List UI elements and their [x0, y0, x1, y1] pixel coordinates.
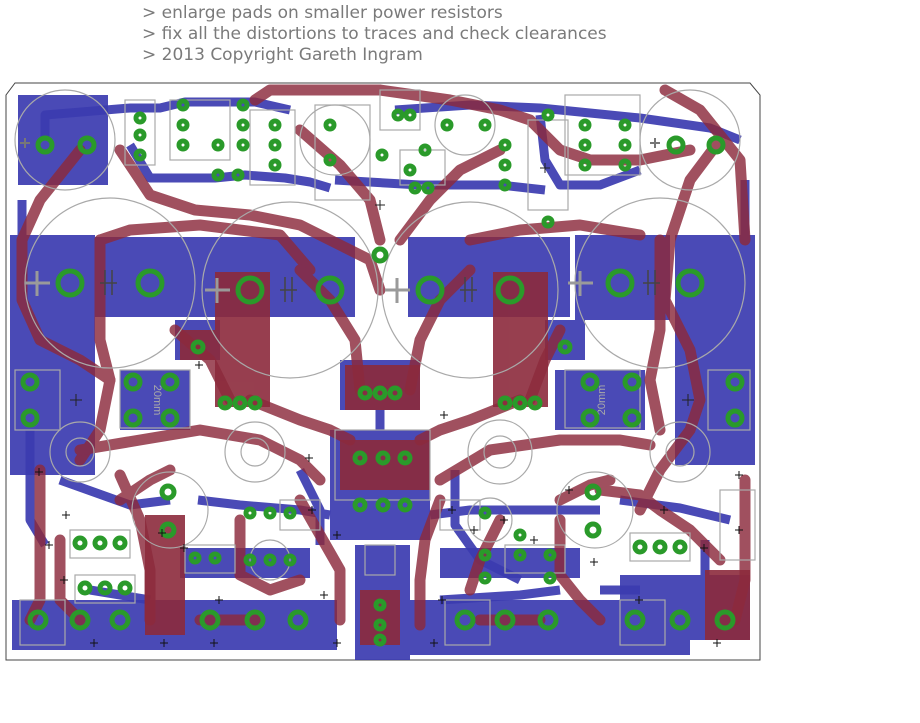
pads [20, 98, 745, 647]
polarity-marks [20, 138, 694, 406]
note-fix-traces: > fix all the distortions to traces and … [142, 24, 607, 44]
note-copyright: > 2013 Copyright Gareth Ingram [142, 45, 423, 65]
resistor-label-right: 20mm [596, 385, 608, 416]
via-marks [35, 361, 743, 647]
note-enlarge-pads: > enlarge pads on smaller power resistor… [142, 3, 503, 23]
silkscreen-layer [14, 89, 756, 646]
resistor-label-left: 20mm [151, 385, 163, 416]
cap-symbols [100, 270, 660, 302]
